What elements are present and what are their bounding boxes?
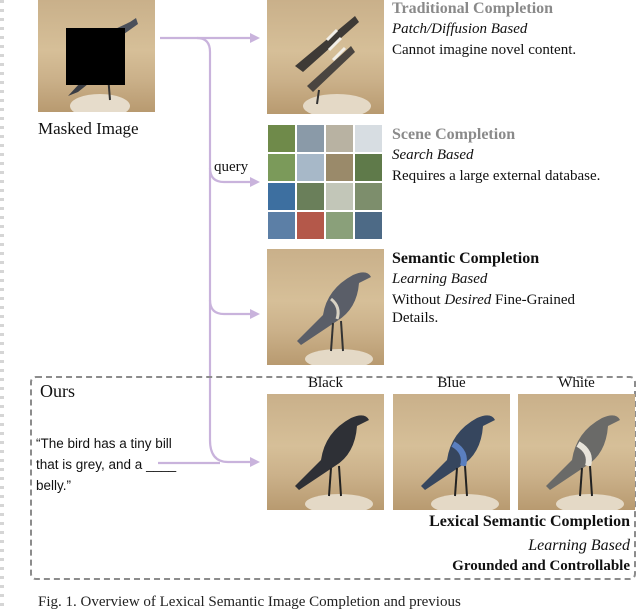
page-margin-rule [0, 0, 4, 612]
bird-icon [546, 415, 624, 510]
result-black-image [267, 394, 384, 510]
text-prompt: “The bird has a tiny bill that is grey, … [36, 436, 177, 493]
ours-subtitle: Learning Based [528, 537, 630, 554]
mask-block [66, 28, 125, 85]
result-blue-image [393, 394, 510, 510]
method-description: Without Desired Fine-Grained Details. [392, 291, 592, 327]
ours-panel [30, 376, 636, 580]
semantic-completion-image [267, 249, 384, 365]
masked-image-label: Masked Image [38, 119, 139, 138]
method-subtitle: Search Based [392, 147, 474, 163]
method-title: Scene Completion [392, 126, 516, 143]
bird-icon [295, 415, 373, 510]
result-white-image [518, 394, 635, 510]
desc-prefix: Without [392, 292, 445, 308]
method-description: Requires a large external database. [392, 168, 601, 184]
desc-emphasis: Desired [444, 292, 492, 308]
method-subtitle: Patch/Diffusion Based [392, 21, 528, 37]
color-label-blue: Blue [437, 375, 466, 391]
query-label: query [214, 159, 249, 175]
method-description: Cannot imagine novel content. [392, 42, 577, 58]
color-label-white: White [558, 375, 595, 391]
method-title: Traditional Completion [392, 0, 554, 17]
desc-suffix: Fine-Grained Details. [392, 292, 575, 326]
ours-label: Ours [40, 381, 75, 401]
masked-image [38, 0, 155, 112]
ours-title: Lexical Semantic Completion [429, 513, 630, 530]
traditional-completion-image [267, 0, 384, 114]
method-title: Semantic Completion [392, 250, 540, 267]
traditional-completion-text: Traditional Completion Patch/Diffusion B… [392, 0, 576, 59]
scene-completion-text: Scene Completion Search Based Requires a… [392, 126, 600, 185]
bird-icon [297, 272, 373, 365]
figure-caption: Fig. 1. Overview of Lexical Semantic Ima… [38, 594, 461, 610]
semantic-completion-text: Semantic Completion Learning Based Witho… [392, 250, 592, 327]
ours-tagline: Grounded and Controllable [452, 558, 630, 574]
color-label-black: Black [308, 375, 343, 391]
artifact-bird-icon [295, 16, 371, 114]
bird-icon [421, 415, 499, 510]
scene-completion-image-grid [267, 124, 384, 240]
method-subtitle: Learning Based [392, 271, 488, 287]
